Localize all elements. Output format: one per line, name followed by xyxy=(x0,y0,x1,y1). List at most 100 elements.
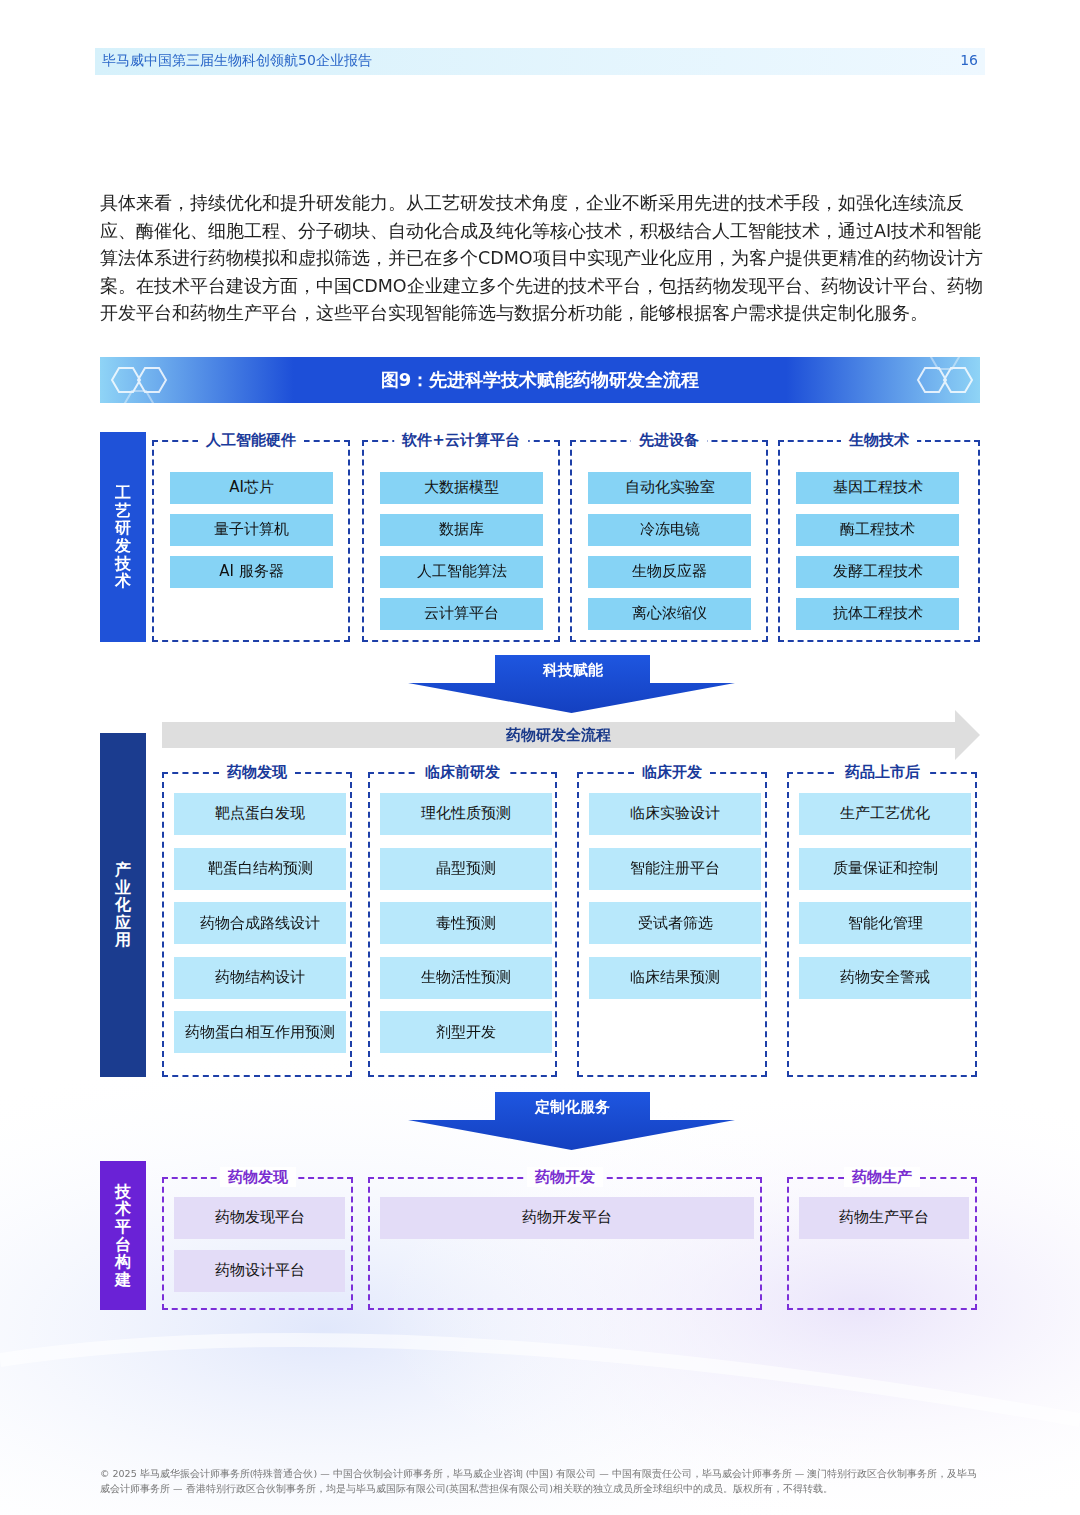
dashed-group: 生物技术基因工程技术酶工程技术发酵工程技术抗体工程技术 xyxy=(778,440,980,642)
item-label: 发酵工程技术 xyxy=(827,563,929,580)
dashed-group: 药物发现靶点蛋白发现靶蛋白结构预测药物合成路线设计药物结构设计药物蛋白相互作用预… xyxy=(162,772,352,1077)
hexagon xyxy=(125,391,153,415)
item-box: AI 服务器 xyxy=(170,556,333,588)
item-box: 数据库 xyxy=(380,514,543,546)
item-box: 理化性质预测 xyxy=(380,793,552,835)
item-box: 药物开发平台 xyxy=(380,1197,754,1239)
page-number: 16 xyxy=(950,52,978,68)
item-label: 药物生产平台 xyxy=(833,1209,935,1226)
group-heading: 软件+云计算平台 xyxy=(394,430,528,450)
item-box: 药物合成路线设计 xyxy=(174,902,346,944)
arrow-label: 定制化服务 xyxy=(495,1092,650,1122)
section-band: 工艺研发技术 xyxy=(100,432,146,642)
group-heading: 药物发现 xyxy=(219,762,295,782)
group-heading: 药物生产 xyxy=(844,1167,920,1187)
figure-title: 图9：先进科学技术赋能药物研发全流程 xyxy=(100,357,980,403)
body-paragraph: 具体来看，持续优化和提升研发能力。从工艺研发技术角度，企业不断采用先进的技术手段… xyxy=(100,190,988,328)
item-box: 临床结果预测 xyxy=(589,957,761,999)
item-label: 酶工程技术 xyxy=(834,521,921,538)
item-box: AI芯片 xyxy=(170,472,333,504)
down-arrow: 定制化服务 xyxy=(408,1092,735,1150)
item-box: 生物反应器 xyxy=(588,556,751,588)
item-label: 冷冻电镜 xyxy=(634,521,706,538)
band-label: 工艺研发技术 xyxy=(115,484,131,590)
item-label: 离心浓缩仪 xyxy=(626,605,713,622)
item-box: 生物活性预测 xyxy=(380,957,552,999)
item-label: 量子计算机 xyxy=(208,521,295,538)
item-label: 毒性预测 xyxy=(430,915,502,932)
item-box: 量子计算机 xyxy=(170,514,333,546)
item-box: 临床实验设计 xyxy=(589,793,761,835)
band-label: 产业化应用 xyxy=(115,861,131,949)
item-box: 离心浓缩仪 xyxy=(588,598,751,630)
background-wash xyxy=(0,1050,1080,1515)
item-box: 药物发现平台 xyxy=(174,1197,345,1239)
item-label: 剂型开发 xyxy=(430,1024,502,1041)
background-wash xyxy=(200,1100,1080,1515)
item-label: 大数据模型 xyxy=(418,479,505,496)
item-box: 药物结构设计 xyxy=(174,957,346,999)
item-box: 靶点蛋白发现 xyxy=(174,793,346,835)
item-box: 药物生产平台 xyxy=(799,1197,969,1239)
dashed-group: 先进设备自动化实验室冷冻电镜生物反应器离心浓缩仪 xyxy=(570,440,768,642)
item-box: 酶工程技术 xyxy=(796,514,959,546)
item-label: 靶蛋白结构预测 xyxy=(202,860,319,877)
dashed-group: 药物开发药物开发平台 xyxy=(368,1177,762,1310)
header-title: 毕马威中国第三届生物科创领航50企业报告 xyxy=(102,52,372,70)
item-label: 生物活性预测 xyxy=(415,969,517,986)
item-label: 自动化实验室 xyxy=(619,479,721,496)
item-box: 受试者筛选 xyxy=(589,902,761,944)
item-label: 数据库 xyxy=(433,521,490,538)
item-label: 智能注册平台 xyxy=(624,860,726,877)
item-label: 质量保证和控制 xyxy=(827,860,944,877)
item-box: 抗体工程技术 xyxy=(796,598,959,630)
arrow-polygon xyxy=(162,710,980,760)
section-band: 技术平台构建 xyxy=(100,1161,146,1310)
item-label: 理化性质预测 xyxy=(415,805,517,822)
group-heading: 药物发现 xyxy=(220,1167,296,1187)
item-label: 生产工艺优化 xyxy=(834,805,936,822)
item-label: 靶点蛋白发现 xyxy=(209,805,311,822)
item-label: 药物蛋白相互作用预测 xyxy=(179,1024,341,1041)
item-label: 药物安全警戒 xyxy=(834,969,936,986)
item-box: 生产工艺优化 xyxy=(799,793,971,835)
group-heading: 药品上市后 xyxy=(837,762,928,782)
hexagon xyxy=(944,368,972,392)
hexagon xyxy=(918,368,946,392)
item-label: AI 服务器 xyxy=(213,563,289,580)
item-box: 药物蛋白相互作用预测 xyxy=(174,1011,346,1053)
dashed-group: 临床前研发理化性质预测晶型预测毒性预测生物活性预测剂型开发 xyxy=(368,772,557,1077)
dashed-group: 药品上市后生产工艺优化质量保证和控制智能化管理药物安全警戒 xyxy=(787,772,977,1077)
dashed-group: 临床开发临床实验设计智能注册平台受试者筛选临床结果预测 xyxy=(577,772,767,1077)
section-band: 产业化应用 xyxy=(100,733,146,1077)
item-box: 人工智能算法 xyxy=(380,556,543,588)
item-box: 剂型开发 xyxy=(380,1011,552,1053)
item-label: 药物结构设计 xyxy=(209,969,311,986)
item-label: 生物反应器 xyxy=(626,563,713,580)
item-box: 毒性预测 xyxy=(380,902,552,944)
item-box: 冷冻电镜 xyxy=(588,514,751,546)
arrow-label: 药物研发全流程 xyxy=(162,722,955,748)
arrow-polygon xyxy=(408,655,735,713)
copyright-footer: © 2025 毕马威华振会计师事务所(特殊普通合伙) — 中国合伙制会计师事务所… xyxy=(100,1466,985,1496)
item-box: 基因工程技术 xyxy=(796,472,959,504)
dashed-group: 软件+云计算平台大数据模型数据库人工智能算法云计算平台 xyxy=(362,440,560,642)
flow-arrow: 药物研发全流程 xyxy=(162,710,980,760)
item-box: 靶蛋白结构预测 xyxy=(174,848,346,890)
group-heading: 药物开发 xyxy=(527,1167,603,1187)
item-label: 临床实验设计 xyxy=(624,805,726,822)
item-label: 基因工程技术 xyxy=(827,479,929,496)
arrow-label: 科技赋能 xyxy=(495,655,650,685)
arrow-polygon xyxy=(408,1092,735,1150)
item-box: 智能注册平台 xyxy=(589,848,761,890)
item-box: 发酵工程技术 xyxy=(796,556,959,588)
item-label: 临床结果预测 xyxy=(624,969,726,986)
group-heading: 生物技术 xyxy=(841,430,917,450)
down-arrow: 科技赋能 xyxy=(408,655,735,713)
item-box: 自动化实验室 xyxy=(588,472,751,504)
background-swoosh xyxy=(0,1340,1080,1420)
group-heading: 临床前研发 xyxy=(417,762,508,782)
group-heading: 先进设备 xyxy=(631,430,707,450)
item-label: 药物开发平台 xyxy=(516,1209,618,1226)
item-box: 大数据模型 xyxy=(380,472,543,504)
